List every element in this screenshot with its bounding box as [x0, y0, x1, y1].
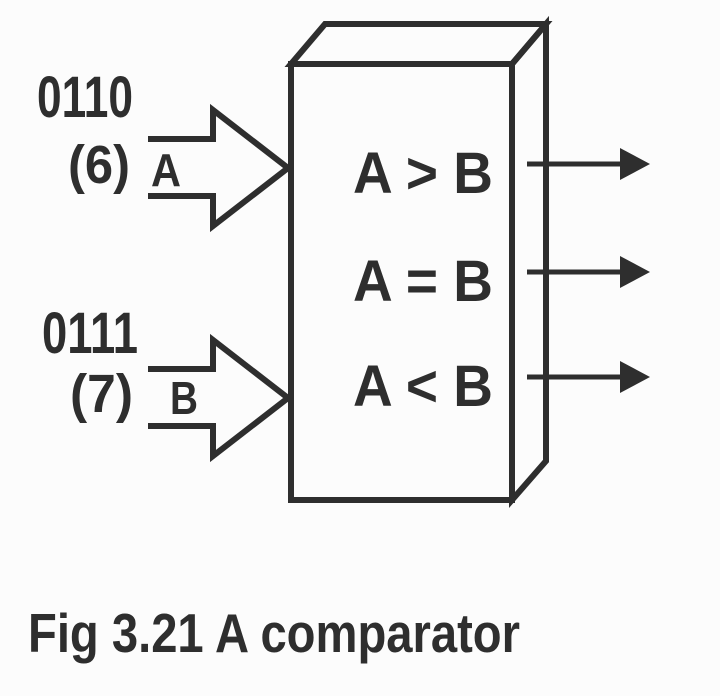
output-a-equal-b-label: A = B	[353, 249, 493, 314]
input-a: 0110 (6) A	[37, 65, 293, 233]
figure-caption: Fig 3.21 A comparator	[28, 602, 520, 664]
output-arrowhead-icon-1	[620, 148, 650, 180]
comparator-box-top-face	[284, 21, 553, 67]
output-arrowhead-icon-3	[620, 361, 650, 393]
input-arrow-b	[148, 333, 293, 463]
output-a-greater-b: A > B	[353, 141, 650, 206]
input-b-name-label: B	[170, 372, 198, 424]
output-a-less-b-label: A < B	[353, 354, 493, 419]
output-a-greater-b-label: A > B	[353, 141, 493, 206]
input-b-binary-label: 0111	[42, 301, 138, 366]
output-a-equal-b: A = B	[353, 249, 650, 314]
input-arrow-a	[148, 103, 293, 233]
input-a-binary-label: 0110	[37, 65, 133, 130]
input-b: 0111 (7) B	[42, 301, 293, 463]
output-a-less-b: A < B	[353, 354, 650, 419]
comparator-box-front-face	[288, 61, 515, 503]
input-a-name-label: A	[151, 144, 181, 196]
input-a-decimal-label: (6)	[68, 135, 130, 195]
comparator-box	[284, 15, 553, 509]
output-arrowhead-icon-2	[620, 256, 650, 288]
input-b-decimal-label: (7)	[70, 364, 133, 424]
comparator-box-side-face	[509, 15, 549, 509]
